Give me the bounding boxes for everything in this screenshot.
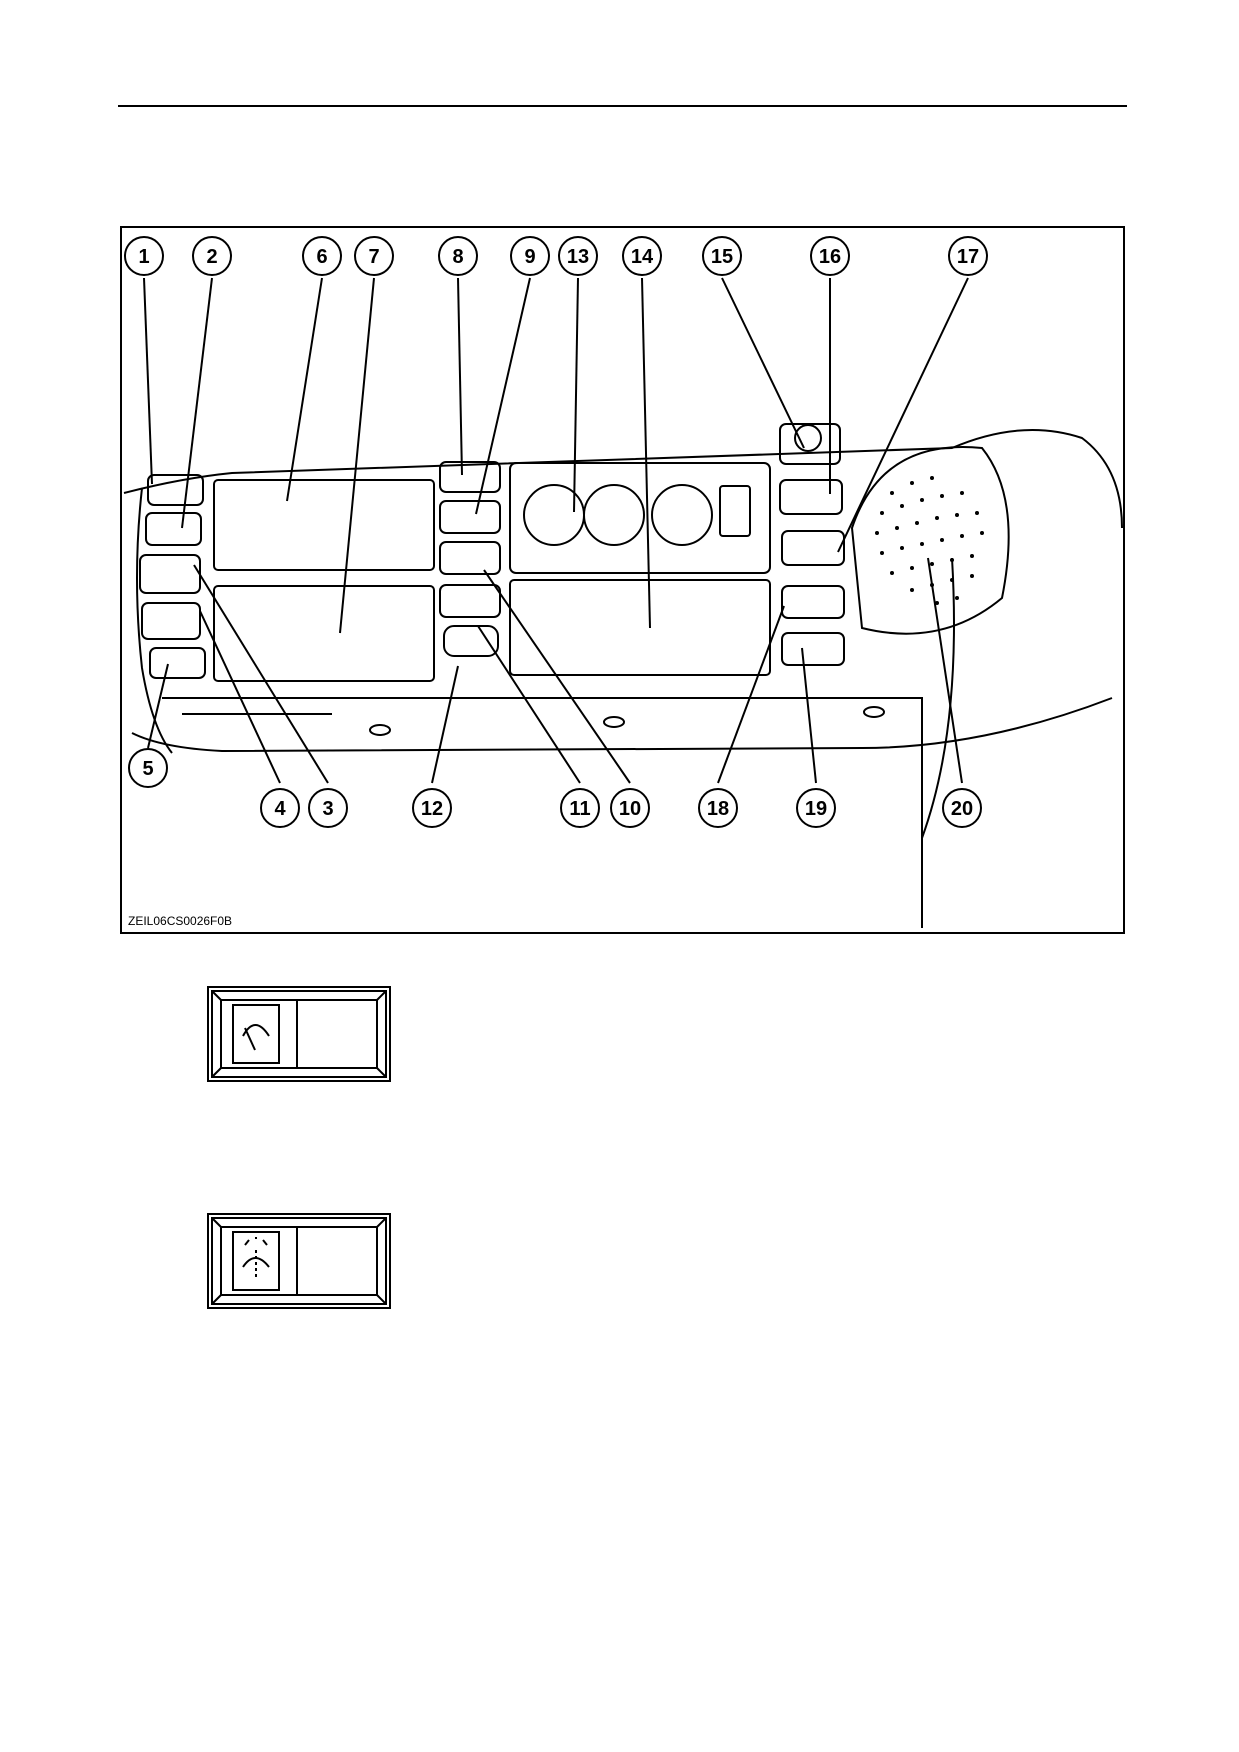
callout-circle-17 — [948, 236, 988, 276]
figure-code: ZEIL06CS0026F0B — [128, 914, 233, 928]
callout-circle-16 — [810, 236, 850, 276]
callout-label-2: 2 — [206, 246, 217, 268]
callout-circle-14 — [622, 236, 662, 276]
callout-circle-5 — [128, 748, 168, 788]
callout-circle-2 — [192, 236, 232, 276]
callout-label-14: 14 — [631, 246, 654, 268]
callout-label-7: 7 — [368, 246, 379, 268]
callout-label-9: 9 — [524, 246, 535, 268]
callout-circle-4 — [260, 788, 300, 828]
callout-label-4: 4 — [274, 798, 286, 820]
header-rule — [118, 105, 1127, 107]
callout-circle-12 — [412, 788, 452, 828]
wiper-switch-icon — [207, 986, 391, 1082]
washer-switch-icon — [207, 1213, 391, 1309]
callout-label-8: 8 — [452, 246, 463, 268]
callout-circle-20 — [942, 788, 982, 828]
callout-circle-18 — [698, 788, 738, 828]
callout-label-11: 11 — [569, 798, 590, 820]
callout-circle-7 — [354, 236, 394, 276]
callout-label-15: 15 — [711, 246, 733, 268]
callout-circle-10 — [610, 788, 650, 828]
callout-circle-15 — [702, 236, 742, 276]
callout-label-12: 12 — [421, 798, 443, 820]
callout-label-3: 3 — [322, 798, 333, 820]
callout-label-6: 6 — [316, 246, 327, 268]
callout-label-20: 20 — [951, 798, 973, 820]
callout-circle-19 — [796, 788, 836, 828]
callout-circle-8 — [438, 236, 478, 276]
callout-label-18: 18 — [707, 798, 729, 820]
callout-circle-9 — [510, 236, 550, 276]
callout-label-17: 17 — [957, 246, 979, 268]
callout-circle-6 — [302, 236, 342, 276]
callout-circle-3 — [308, 788, 348, 828]
callout-label-5: 5 — [142, 758, 153, 780]
callout-label-19: 19 — [805, 798, 827, 820]
callout-circle-13 — [558, 236, 598, 276]
callout-label-1: 1 — [138, 246, 149, 268]
callout-label-16: 16 — [819, 246, 841, 268]
callout-circle-1 — [124, 236, 164, 276]
callout-circle-11 — [560, 788, 600, 828]
callout-label-13: 13 — [567, 246, 589, 268]
callout-label-10: 10 — [619, 798, 641, 820]
